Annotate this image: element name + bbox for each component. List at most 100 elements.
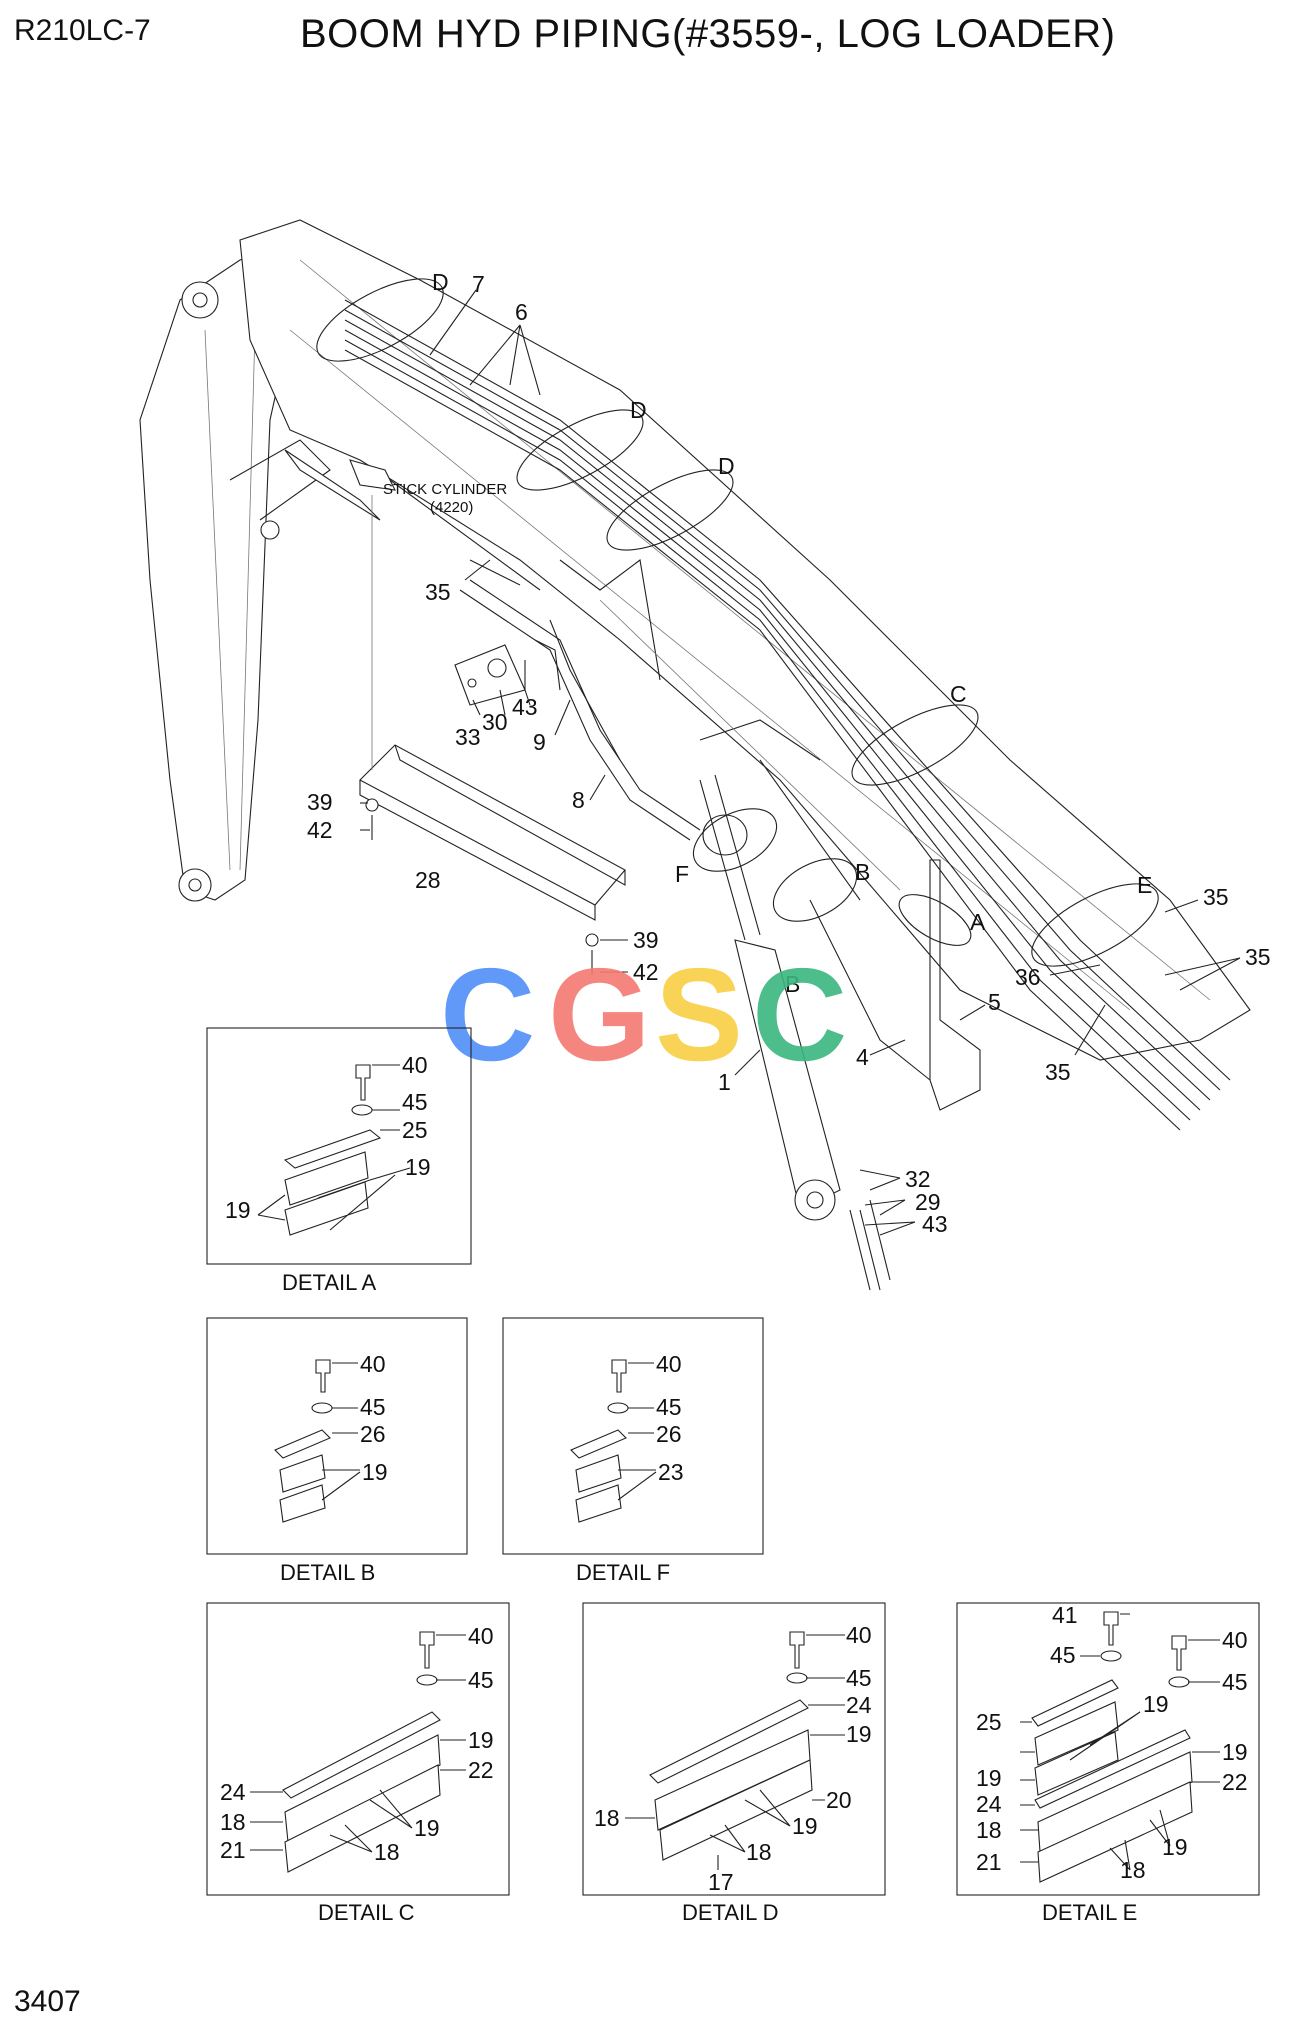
page-title: BOOM HYD PIPING(#3559-, LOG LOADER) [300, 12, 1116, 56]
detail-f: 40 45 26 23 DETAIL F [502, 1317, 764, 1585]
detail-d-callout-19a: 19 [846, 1721, 872, 1747]
watermark-logo: C G S C [440, 941, 847, 1088]
detail-c-callout-18b: 18 [374, 1839, 400, 1865]
detail-e-callout-19b: 19 [976, 1765, 1002, 1791]
detail-letter-f: F [675, 861, 689, 887]
callout-30: 30 [482, 709, 508, 735]
detail-f-callout-23: 23 [658, 1459, 684, 1485]
callout-35b: 35 [1203, 884, 1229, 910]
detail-a-callout-19b: 19 [225, 1197, 251, 1223]
callout-7: 7 [472, 271, 485, 297]
detail-c-callout-18a: 18 [220, 1809, 246, 1835]
stick-arm [139, 239, 331, 902]
watermark-letter-1: C [440, 941, 535, 1088]
detail-letter-b1: B [855, 859, 870, 885]
model-number: R210LC-7 [14, 14, 151, 47]
watermark-letter-3: S [655, 941, 743, 1088]
detail-e: 41 40 45 45 19 25 19 19 24 22 18 19 21 1… [956, 1602, 1260, 1925]
tube-bundle [344, 299, 1231, 1131]
detail-d-callout-40: 40 [846, 1622, 872, 1648]
boom [239, 219, 1251, 1061]
detail-e-callout-24: 24 [976, 1791, 1002, 1817]
detail-b-callout-26: 26 [360, 1421, 386, 1447]
detail-f-caption: DETAIL F [576, 1560, 670, 1585]
boom-cylinder [699, 774, 891, 1291]
detail-c-callout-22: 22 [468, 1757, 494, 1783]
detail-d-callout-20: 20 [826, 1787, 852, 1813]
detail-d: 40 45 24 19 20 18 19 18 17 DETAIL D [582, 1602, 886, 1925]
detail-c-callout-19a: 19 [468, 1727, 494, 1753]
cover-plate [359, 495, 626, 975]
detail-letter-d2: D [630, 397, 647, 423]
watermark-letter-2: G [548, 941, 651, 1088]
detail-c-caption: DETAIL C [318, 1900, 415, 1925]
callout-39b: 39 [633, 927, 659, 953]
detail-e-callout-19d: 19 [1162, 1834, 1188, 1860]
detail-d-callout-17: 17 [708, 1869, 734, 1895]
callout-9: 9 [533, 729, 546, 755]
callout-5: 5 [988, 989, 1001, 1015]
detail-f-callout-26: 26 [656, 1421, 682, 1447]
watermark-letter-4: C [752, 941, 847, 1088]
page-number: 3407 [14, 1985, 81, 2018]
detail-letter-e: E [1137, 872, 1152, 898]
detail-b-callout-40: 40 [360, 1351, 386, 1377]
callout-43a: 43 [512, 694, 538, 720]
detail-d-callout-19b: 19 [792, 1813, 818, 1839]
detail-b-callout-45: 45 [360, 1394, 386, 1420]
detail-c-callout-19b: 19 [414, 1815, 440, 1841]
callout-32: 32 [905, 1166, 931, 1192]
stick-cylinder-label: STICK CYLINDER [383, 481, 507, 498]
detail-e-caption: DETAIL E [1042, 1900, 1137, 1925]
detail-letter-d3: D [718, 453, 735, 479]
leader-lines [360, 289, 1241, 1236]
detail-e-callout-19c: 19 [1222, 1739, 1248, 1765]
callout-1: 1 [718, 1069, 731, 1095]
detail-d-callout-18a: 18 [594, 1805, 620, 1831]
detail-a: 40 45 25 19 19 DETAIL A [206, 1027, 472, 1295]
detail-d-caption: DETAIL D [682, 1900, 779, 1925]
callout-8: 8 [572, 787, 585, 813]
detail-c-callout-24: 24 [220, 1779, 246, 1805]
detail-b-callout-19: 19 [362, 1459, 388, 1485]
callout-39a: 39 [307, 789, 333, 815]
detail-a-callout-19a: 19 [405, 1154, 431, 1180]
callout-29: 29 [915, 1189, 941, 1215]
detail-e-callout-41: 41 [1052, 1602, 1078, 1628]
detail-c-callout-45: 45 [468, 1667, 494, 1693]
detail-c-callout-40: 40 [468, 1623, 494, 1649]
detail-b: 40 45 26 19 DETAIL B [206, 1317, 468, 1585]
detail-e-callout-40: 40 [1222, 1627, 1248, 1653]
bracket-30 [454, 639, 561, 706]
detail-letter-c: C [950, 681, 967, 707]
detail-b-caption: DETAIL B [280, 1560, 375, 1585]
detail-a-callout-40: 40 [402, 1052, 428, 1078]
callout-33: 33 [455, 724, 481, 750]
detail-e-callout-45a: 45 [1050, 1642, 1076, 1668]
detail-e-callout-45b: 45 [1222, 1669, 1248, 1695]
detail-d-callout-45: 45 [846, 1665, 872, 1691]
detail-c-callout-21: 21 [220, 1837, 246, 1863]
detail-e-callout-22: 22 [1222, 1769, 1248, 1795]
callout-4: 4 [856, 1044, 869, 1070]
detail-e-callout-25: 25 [976, 1709, 1002, 1735]
detail-c: 40 45 19 22 24 18 21 19 18 DETAIL C [206, 1602, 510, 1925]
callout-6: 6 [515, 299, 528, 325]
callout-35a: 35 [425, 579, 451, 605]
detail-a-callout-45: 45 [402, 1089, 428, 1115]
stick-cylinder [349, 459, 541, 591]
clamp-groups [316, 278, 1159, 967]
detail-letter-a: A [970, 909, 986, 935]
detail-f-callout-45: 45 [656, 1394, 682, 1420]
stick-cylinder-ref: (4220) [430, 499, 473, 516]
detail-letter-b2: B [785, 971, 800, 997]
detail-e-callout-19a: 19 [1143, 1691, 1169, 1717]
pipe-routing [459, 579, 981, 1111]
detail-a-caption: DETAIL A [282, 1270, 376, 1295]
callout-35c: 35 [1245, 944, 1271, 970]
callout-42b: 42 [633, 959, 659, 985]
main-callouts: D D D C E A B B F STICK CYLINDER (4220) … [307, 269, 1271, 1237]
callout-43b: 43 [922, 1211, 948, 1237]
